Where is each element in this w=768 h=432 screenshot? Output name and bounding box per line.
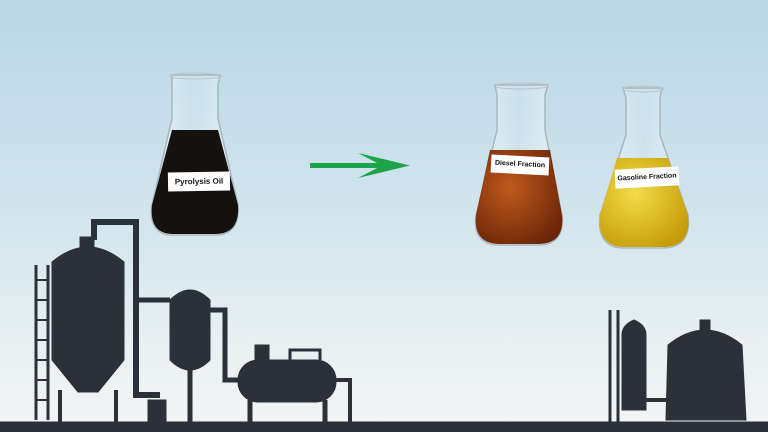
pyrolysis-oil-label: Pyrolysis Oil [167, 171, 231, 192]
diesel-fraction-label: Diesel Fraction [490, 154, 550, 176]
arrow-right-icon [310, 153, 410, 178]
gasoline-fraction-label: Gasoline Fraction [614, 166, 680, 189]
refinery-silhouette [0, 219, 768, 432]
flask-icon [150, 72, 239, 236]
